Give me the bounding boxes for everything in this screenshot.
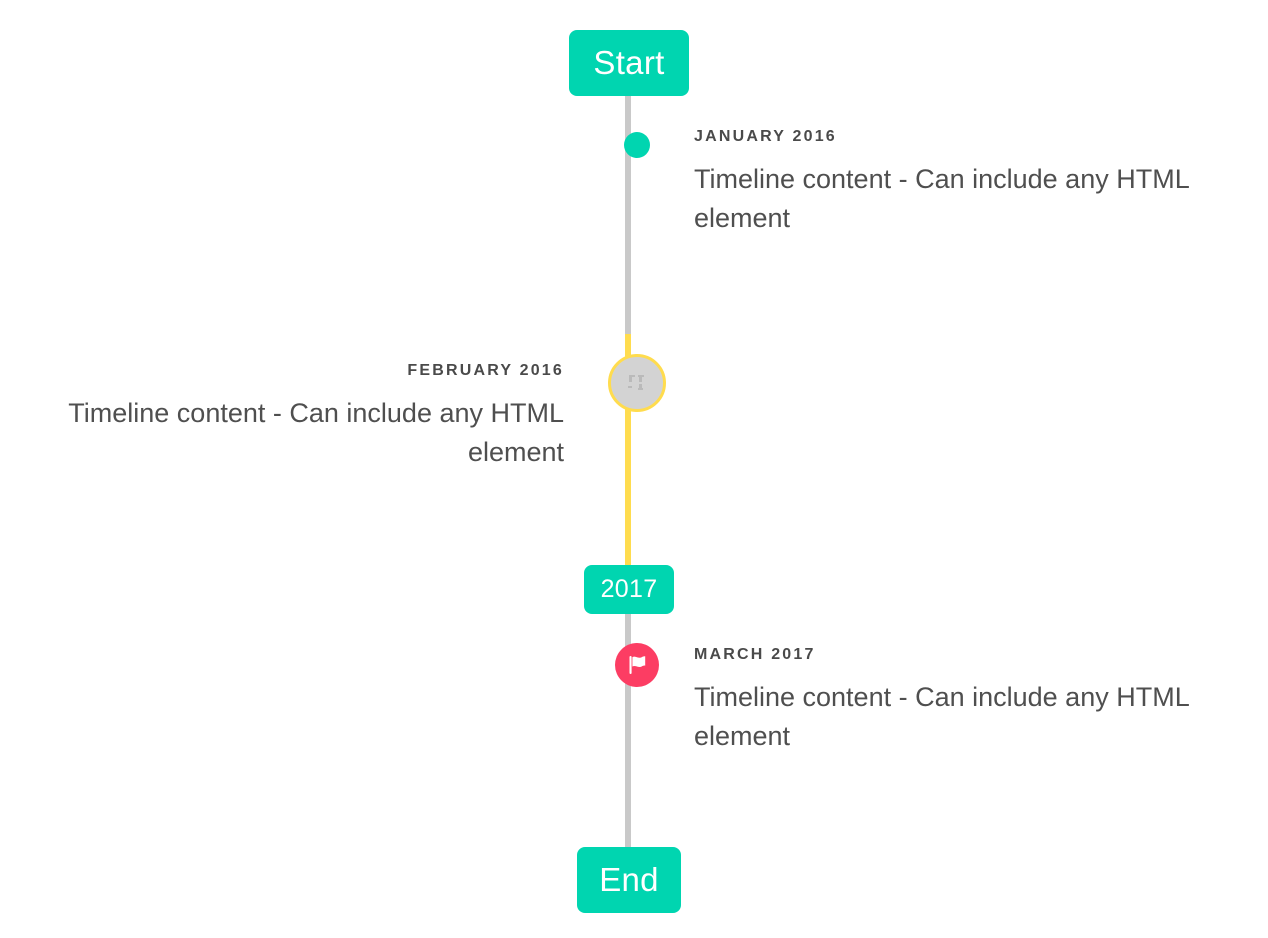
timeline-event-label: JANUARY 2016 <box>694 128 837 145</box>
timeline-event-text: Timeline content - Can include any HTML … <box>68 397 564 467</box>
timeline-event-label: MARCH 2017 <box>694 646 816 663</box>
timeline-event-content: FEBRUARY 2016 Timeline content - Can inc… <box>34 362 564 472</box>
timeline-event-text: Timeline content - Can include any HTML … <box>694 163 1189 233</box>
timeline-event-label: FEBRUARY 2016 <box>407 362 564 379</box>
timeline-end-badge[interactable]: End <box>577 847 681 913</box>
timeline-event-content: MARCH 2017 Timeline content - Can includ… <box>694 646 1224 756</box>
broken-image-glyph <box>627 374 647 392</box>
timeline-start-badge[interactable]: Start <box>569 30 689 96</box>
timeline-event-text: Timeline content - Can include any HTML … <box>694 681 1189 751</box>
timeline-year-badge[interactable]: 2017 <box>584 565 674 614</box>
broken-image-icon[interactable] <box>608 354 666 412</box>
dot-icon[interactable] <box>624 132 650 158</box>
timeline-event-content: JANUARY 2016 Timeline content - Can incl… <box>694 128 1224 238</box>
timeline-line-segment-gray-top <box>625 96 631 336</box>
timeline-line-segment-gray-bottom <box>625 614 631 854</box>
timeline-line-segment-yellow <box>625 334 631 566</box>
flag-icon[interactable] <box>615 643 659 687</box>
